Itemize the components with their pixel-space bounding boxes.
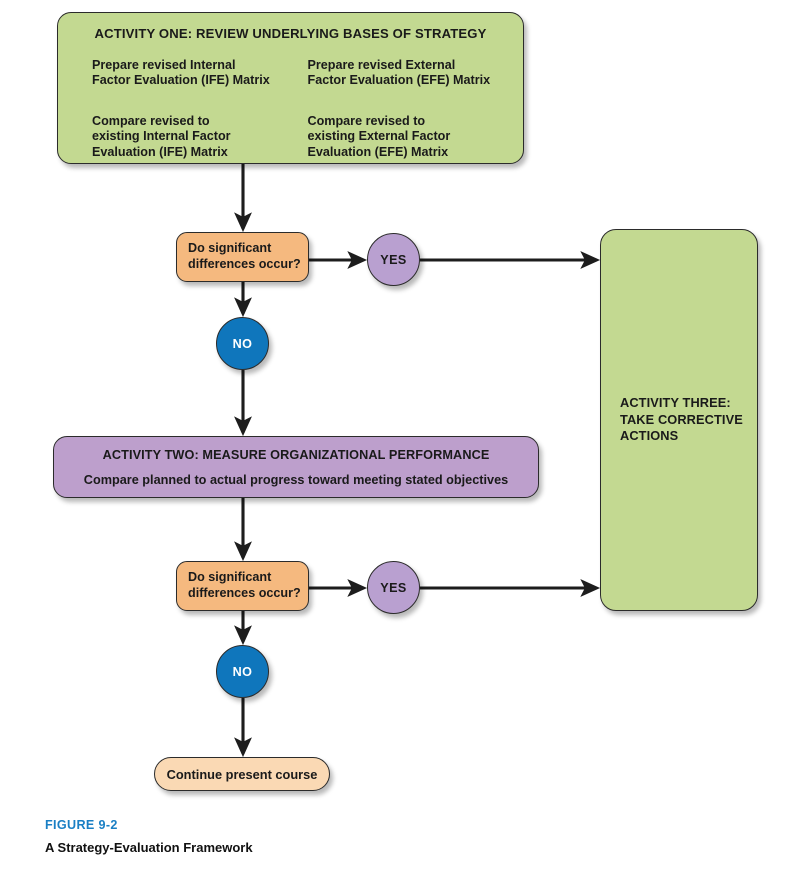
activity-one-cell-compare-ife: Compare revised to existing Internal Fac… (92, 113, 231, 159)
activity-one-cell-prepare-ife: Prepare revised Internal Factor Evaluati… (92, 58, 270, 88)
activity-one-cell-compare-efe: Compare revised to existing External Fac… (307, 113, 451, 159)
activity-two-box[interactable]: ACTIVITY TWO: MEASURE ORGANIZATIONAL PER… (53, 436, 539, 498)
decision-1-label: Do significant differences occur? (188, 241, 301, 271)
figure-number: FIGURE 9-2 (45, 818, 118, 832)
yes-branch-2[interactable]: YES (367, 561, 420, 614)
activity-three-heading: ACTIVITY THREE: TAKE CORRECTIVE ACTIONS (620, 394, 743, 444)
yes-branch-1[interactable]: YES (367, 233, 420, 286)
no-branch-1-label: NO (232, 336, 253, 351)
yes-branch-2-label: YES (380, 580, 407, 595)
activity-one-row-2: Compare revised to existing Internal Fac… (58, 114, 523, 160)
decision-2-label: Do significant differences occur? (188, 570, 301, 600)
activity-two-heading: ACTIVITY TWO: MEASURE ORGANIZATIONAL PER… (102, 447, 490, 462)
activity-one-cell-prepare-efe: Prepare revised External Factor Evaluati… (307, 58, 491, 88)
terminal-label: Continue present course (166, 766, 318, 782)
activity-three-box[interactable]: ACTIVITY THREE: TAKE CORRECTIVE ACTIONS (600, 229, 758, 611)
figure-title: A Strategy-Evaluation Framework (45, 840, 253, 855)
no-branch-1[interactable]: NO (216, 317, 269, 370)
terminal-continue-present-course[interactable]: Continue present course (154, 757, 330, 791)
decision-box-1[interactable]: Do significant differences occur? (176, 232, 309, 282)
no-branch-2-label: NO (232, 664, 253, 679)
decision-box-2[interactable]: Do significant differences occur? (176, 561, 309, 611)
no-branch-2[interactable]: NO (216, 645, 269, 698)
activity-two-subline: Compare planned to actual progress towar… (83, 472, 509, 487)
yes-branch-1-label: YES (380, 252, 407, 267)
activity-one-heading: ACTIVITY ONE: REVIEW UNDERLYING BASES OF… (94, 26, 487, 41)
activity-one-row-1: Prepare revised Internal Factor Evaluati… (58, 58, 523, 89)
activity-one-box[interactable]: ACTIVITY ONE: REVIEW UNDERLYING BASES OF… (57, 12, 524, 164)
figure-caption: FIGURE 9-2 A Strategy-Evaluation Framewo… (45, 818, 253, 855)
